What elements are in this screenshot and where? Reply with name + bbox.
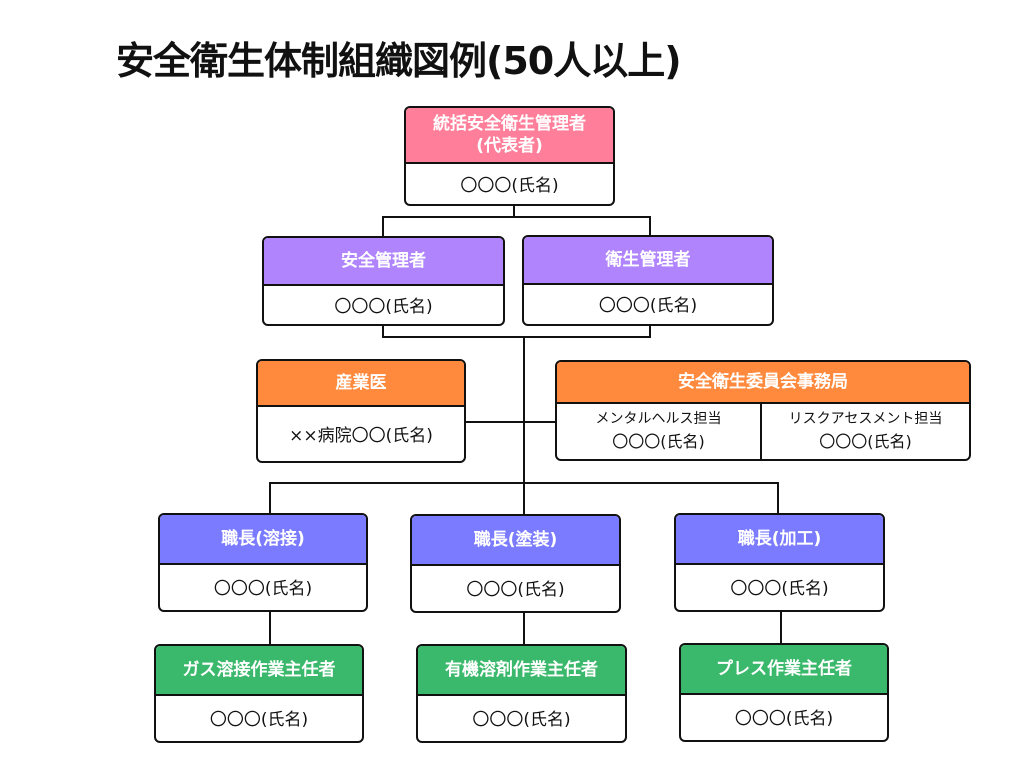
connector-doctor-office: [465, 421, 557, 423]
connector-trunk: [523, 336, 525, 484]
risk-assessment-duty: リスクアセスメント担当: [788, 411, 943, 427]
committee-office-role: 安全衛生委員会事務局: [557, 362, 969, 404]
general-safety-manager-header: 統括安全衛生管理者 (代表者): [406, 108, 613, 164]
risk-assessment-name: 〇〇〇(氏名): [819, 432, 912, 451]
foreman-processing-name: 〇〇〇(氏名): [730, 579, 829, 599]
foreman-processing-box: 職長(加工) 〇〇〇(氏名): [674, 513, 885, 612]
connector-to-safety: [382, 216, 384, 237]
general-safety-manager-box: 統括安全衛生管理者 (代表者) 〇〇〇(氏名): [404, 106, 615, 206]
foreman-painting-name: 〇〇〇(氏名): [466, 580, 565, 600]
connector-to-foreman-3: [777, 482, 779, 514]
connector-to-foreman-1: [269, 482, 271, 514]
press-work-chief-name: 〇〇〇(氏名): [734, 709, 834, 729]
hygiene-manager-role: 衛生管理者: [524, 237, 772, 285]
press-work-chief-role: プレス作業主任者: [681, 645, 887, 695]
mental-health-cell: メンタルヘルス担当 〇〇〇(氏名): [557, 404, 760, 459]
general-safety-manager-role: 統括安全衛生管理者: [433, 113, 586, 134]
foreman-welding-name: 〇〇〇(氏名): [213, 579, 313, 599]
connector-foreman-chief-3: [780, 611, 782, 645]
foreman-painting-box: 職長(塗装) 〇〇〇(氏名): [410, 514, 621, 613]
safety-manager-box: 安全管理者 〇〇〇(氏名): [262, 236, 505, 326]
organic-solvent-chief-name: 〇〇〇(氏名): [472, 710, 571, 730]
gas-welding-chief-box: ガス溶接作業主任者 〇〇〇(氏名): [154, 644, 364, 743]
connector-to-foreman-2: [523, 482, 525, 514]
safety-manager-name: 〇〇〇(氏名): [334, 296, 433, 317]
safety-manager-role: 安全管理者: [264, 238, 503, 286]
hygiene-manager-name: 〇〇〇(氏名): [598, 296, 698, 316]
general-safety-manager-name: 〇〇〇(氏名): [460, 175, 559, 196]
committee-office-body: メンタルヘルス担当 〇〇〇(氏名) リスクアセスメント担当 〇〇〇(氏名): [557, 404, 969, 459]
connector-hygiene-down: [649, 325, 651, 338]
committee-office-box: 安全衛生委員会事務局 メンタルヘルス担当 〇〇〇(氏名) リスクアセスメント担当…: [555, 360, 971, 461]
gas-welding-chief-role: ガス溶接作業主任者: [156, 646, 362, 696]
organic-solvent-chief-role: 有機溶剤作業主任者: [418, 646, 625, 696]
connector-to-hygiene: [649, 216, 651, 237]
connector-foreman-chief-2: [523, 611, 525, 646]
foreman-welding-role: 職長(溶接): [160, 515, 366, 565]
industrial-doctor-box: 産業医 ××病院〇〇(氏名): [256, 359, 466, 463]
connector-managers-join: [382, 336, 650, 338]
mental-health-duty: メンタルヘルス担当: [595, 411, 722, 427]
press-work-chief-box: プレス作業主任者 〇〇〇(氏名): [679, 643, 889, 742]
hygiene-manager-box: 衛生管理者 〇〇〇(氏名): [522, 235, 774, 326]
connector-foreman-chief-1: [269, 611, 271, 646]
connector-managers-bar: [382, 216, 650, 218]
gas-welding-chief-name: 〇〇〇(氏名): [209, 710, 309, 730]
committee-office-divider: [760, 404, 762, 459]
general-safety-manager-role-note: (代表者): [476, 136, 543, 156]
connector-top-down: [513, 204, 515, 218]
foreman-processing-role: 職長(加工): [676, 515, 883, 565]
page-title: 安全衛生体制組織図例(50人以上): [116, 39, 682, 83]
foreman-welding-box: 職長(溶接) 〇〇〇(氏名): [158, 513, 368, 612]
foreman-painting-role: 職長(塗装): [412, 516, 619, 566]
industrial-doctor-role: 産業医: [258, 361, 464, 407]
organic-solvent-chief-box: 有機溶剤作業主任者 〇〇〇(氏名): [416, 644, 627, 743]
industrial-doctor-name: ××病院〇〇(氏名): [289, 425, 433, 446]
connector-safety-down: [382, 325, 384, 338]
risk-assessment-cell: リスクアセスメント担当 〇〇〇(氏名): [762, 404, 969, 459]
mental-health-name: 〇〇〇(氏名): [612, 432, 705, 451]
